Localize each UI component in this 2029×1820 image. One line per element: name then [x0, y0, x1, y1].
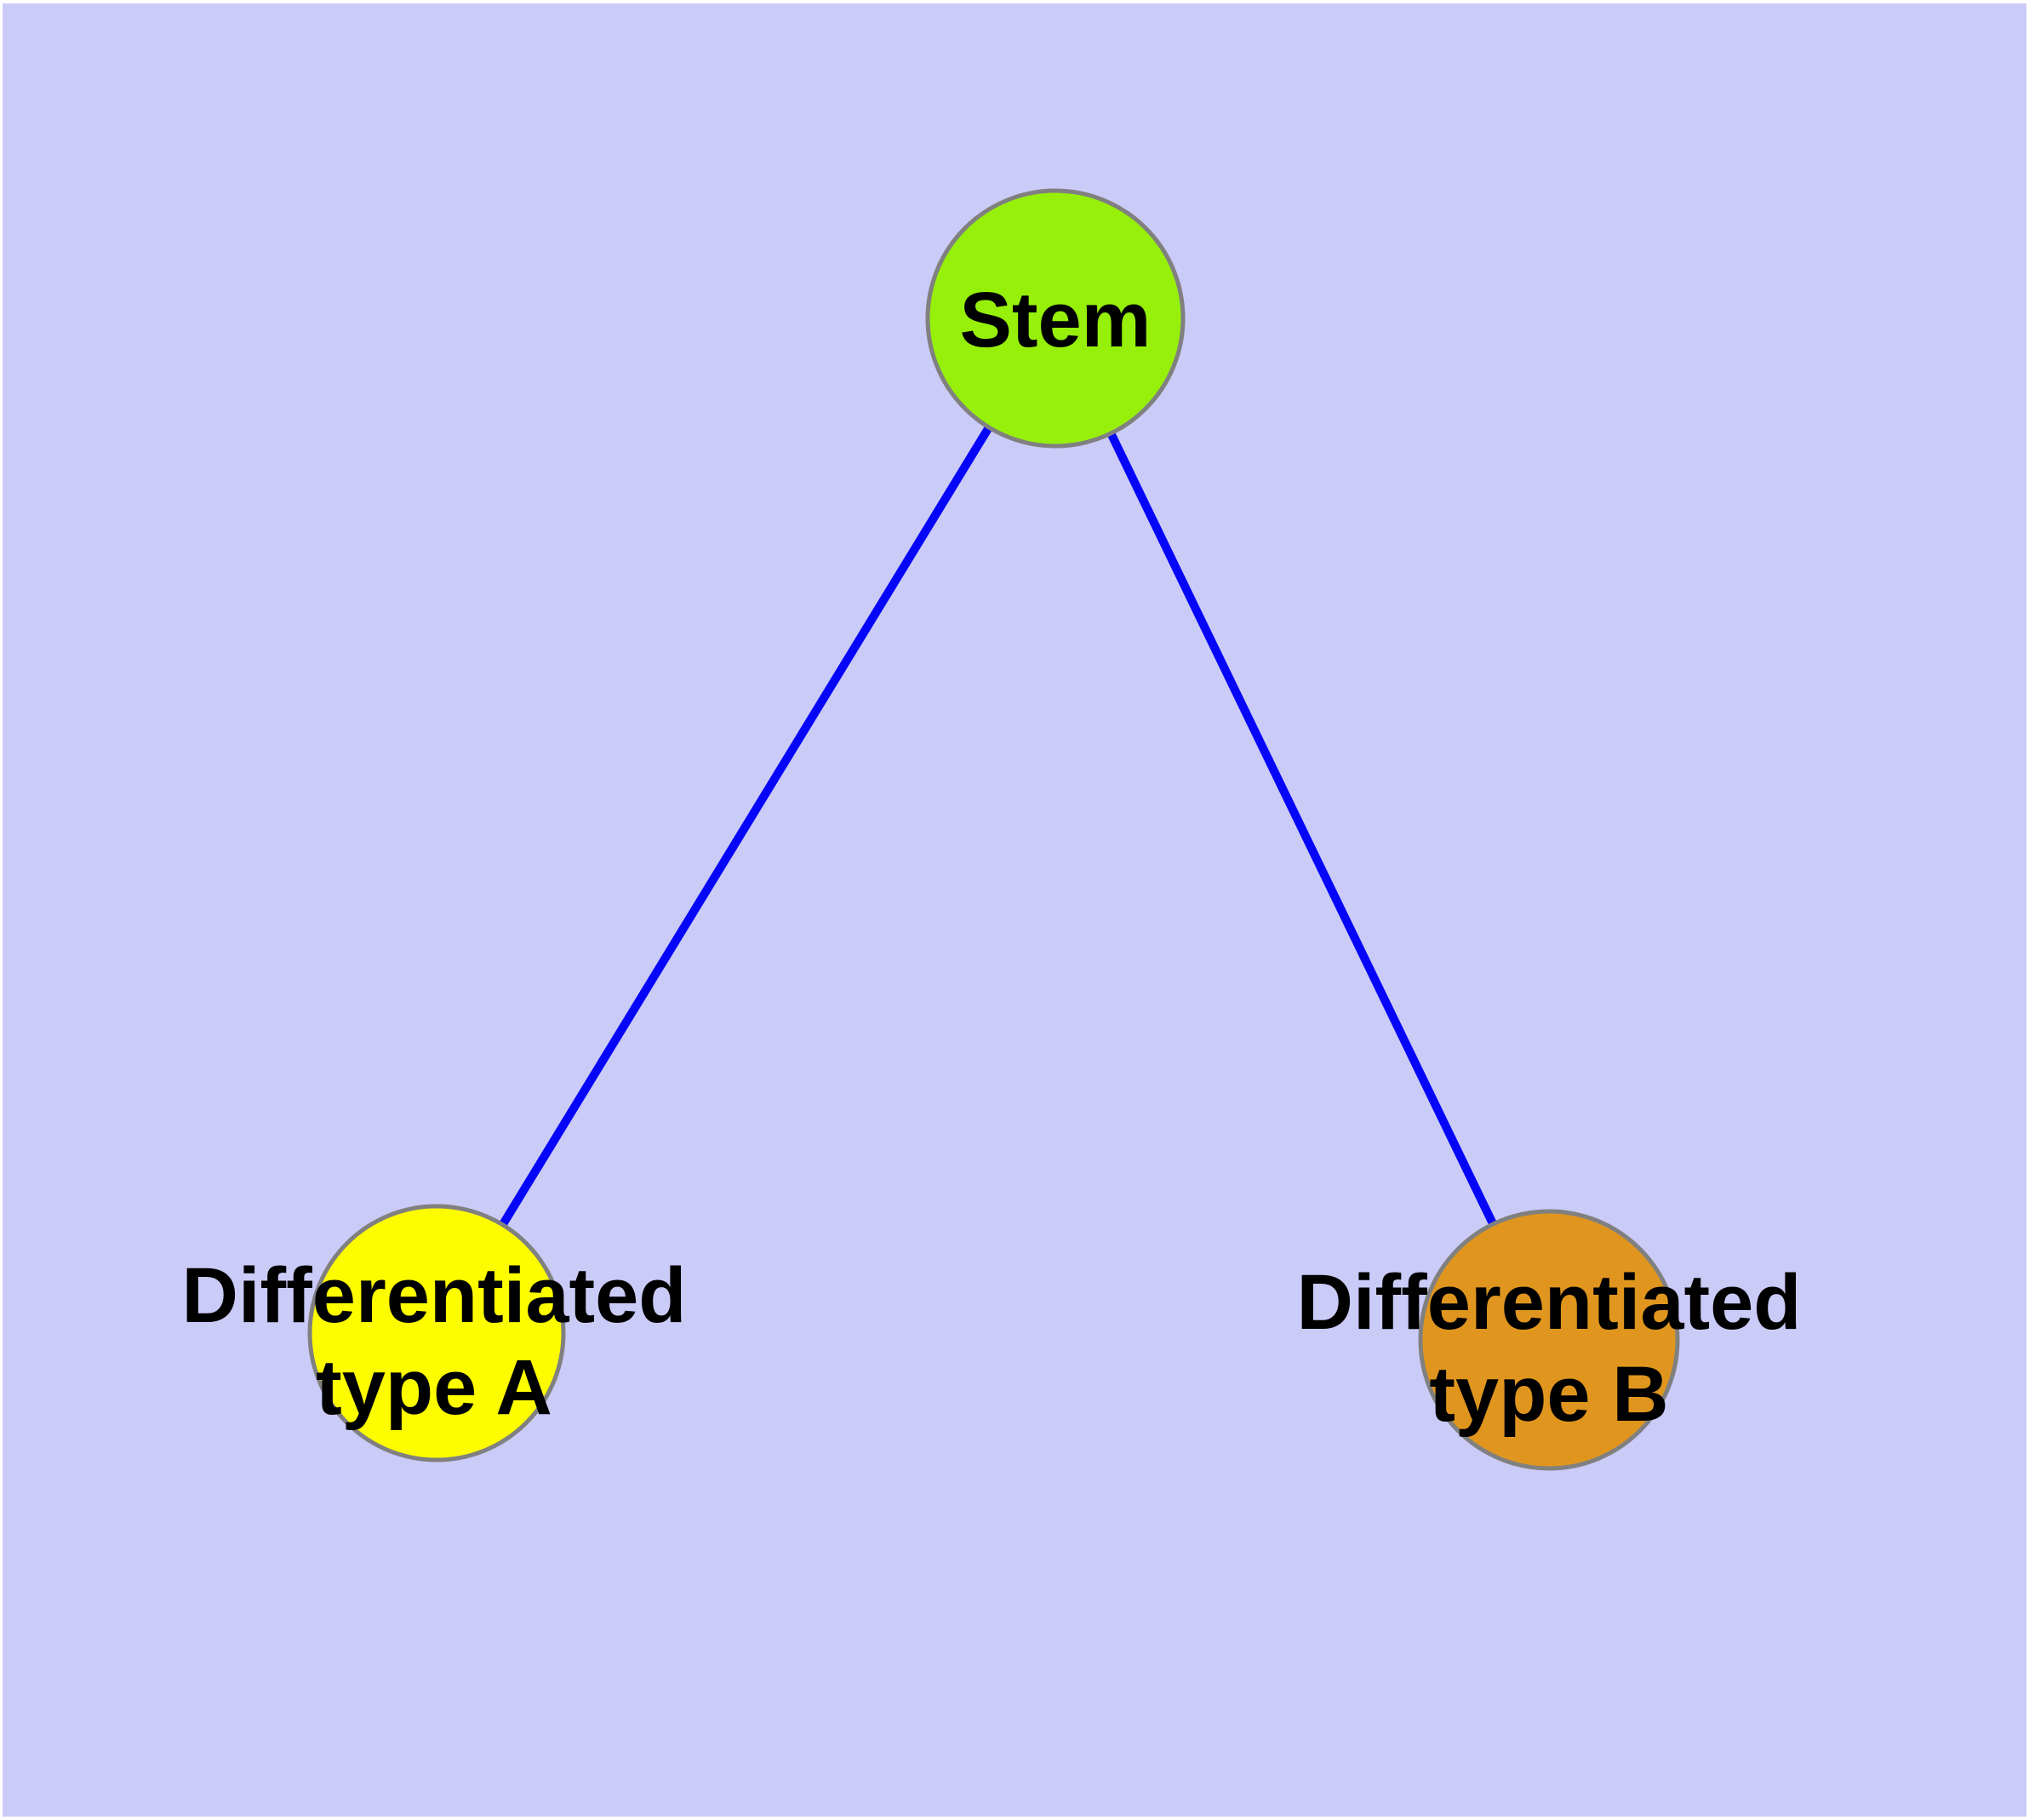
node-type-b-circle[interactable] — [1418, 1209, 1680, 1471]
node-stem-circle[interactable] — [925, 188, 1186, 449]
edge-stem-to-type-b — [1051, 316, 1553, 1342]
edge-stem-to-type-a — [432, 316, 1060, 1336]
node-type-a-circle[interactable] — [307, 1204, 566, 1462]
